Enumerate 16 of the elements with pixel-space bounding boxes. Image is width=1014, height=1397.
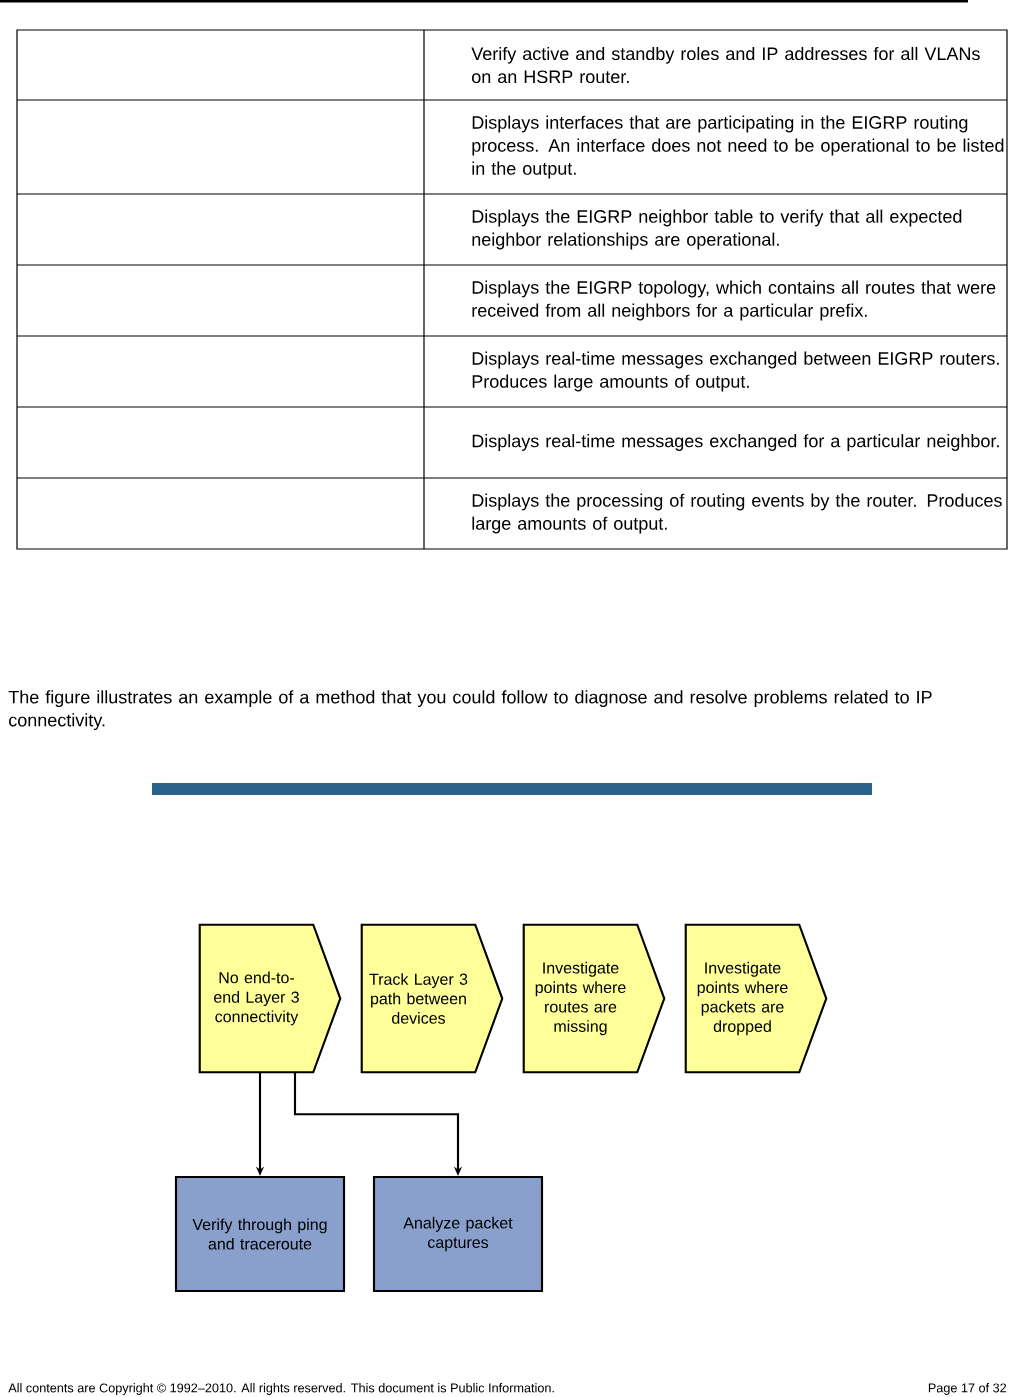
chevron-step: Investigate points where packets are dropped <box>684 923 828 1074</box>
table-cell-text: Displays the processing of routing events by the router. Produces large amounts of output. <box>472 493 1002 534</box>
table-cell-text: Displays the EIGRP topology, which contains all routes that were received from all neighbors for a particular prefix. <box>472 280 996 321</box>
chevron-step: Investigate points where routes are missing <box>522 923 666 1074</box>
intro-paragraph: The figure illustrates an example of a method that you could follow to diagnose and resolve problems related to IP connectivity. <box>8 690 932 731</box>
page-number: Page 17 of 32 <box>928 1383 1007 1395</box>
process-box: Verify through ping and traceroute <box>174 1175 346 1293</box>
footer-text: All contents are Copyright © 1992–2010. All rights reserved. This document is Public Information. <box>8 1383 554 1395</box>
table-cell-text: Displays interfaces that are participating in the EIGRP routing process. An interface does not need to be operational to be listed in the output. <box>472 115 1004 179</box>
chevron-step: Track Layer 3 path between devices <box>360 923 504 1074</box>
table-cell-text: Displays the EIGRP neighbor table to verify that all expected neighbor relationships are operational. <box>472 209 962 250</box>
table-cell-text: Verify active and standby roles and IP addresses for all VLANs on an HSRP router. <box>471 46 980 84</box>
table-cell-text: Displays real-time messages exchanged for a particular neighbor. <box>472 434 999 451</box>
table-cell-text: Displays real-time messages exchanged between EIGRP routers. Produces large amounts of output. <box>472 351 999 392</box>
chevron-step: No end-to-end Layer 3 connectivity <box>198 923 342 1074</box>
process-box: Analyze packet captures <box>372 1175 544 1293</box>
